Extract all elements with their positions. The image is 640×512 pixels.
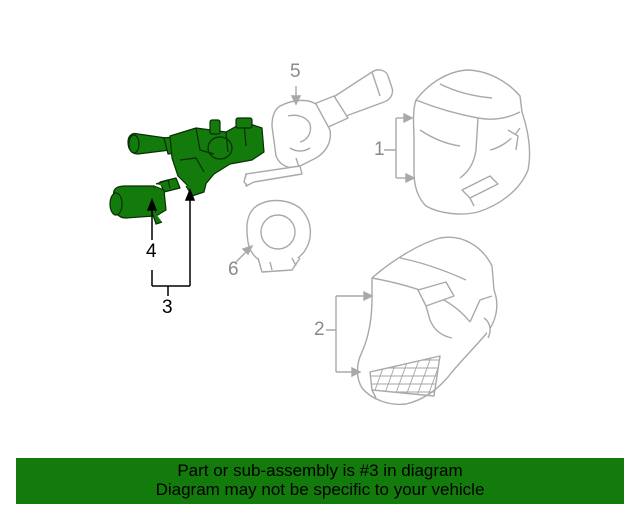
info-banner: Part or sub-assembly is #3 in diagram Di… <box>16 458 624 504</box>
callout-2: 2 <box>314 319 325 340</box>
grey-leader-lines <box>235 86 416 378</box>
callout-1: 1 <box>374 139 385 160</box>
parts-diagram <box>109 69 531 406</box>
combination-switch[interactable] <box>127 117 265 197</box>
callout-6: 6 <box>228 259 239 280</box>
callout-5: 5 <box>290 61 301 82</box>
spiral-cable[interactable] <box>246 199 311 273</box>
dark-leader-lines <box>146 187 196 296</box>
turn-signal-switch[interactable] <box>109 179 171 225</box>
upper-column-cover[interactable] <box>412 69 531 215</box>
callout-3: 3 <box>162 297 173 318</box>
lower-column-cover[interactable] <box>356 236 498 406</box>
wiper-switch[interactable] <box>243 69 394 187</box>
banner-line-1: Part or sub-assembly is #3 in diagram <box>177 461 463 480</box>
callout-4: 4 <box>146 241 157 262</box>
banner-line-2: Diagram may not be specific to your vehi… <box>155 480 485 499</box>
